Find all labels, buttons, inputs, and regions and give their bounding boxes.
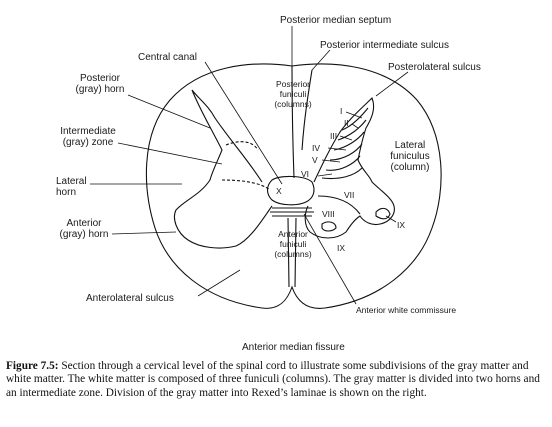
posterior-median-septum-line: [291, 65, 295, 179]
leader-lamina-ii: [351, 123, 359, 129]
central-gray: [266, 175, 315, 206]
leader-anterolateral-sulcus: [197, 269, 241, 297]
lamina-label-iii: III: [330, 131, 337, 141]
leader-intermediate-zone: [117, 142, 223, 165]
leader-central-canal: [204, 61, 283, 185]
label-anterolateral-sulcus: Anterolateral sulcus: [86, 293, 174, 304]
leader-posterolateral-sulcus: [375, 71, 409, 97]
lamina-vii-viii-boundary: [317, 195, 361, 215]
leader-lamina-vi: [317, 173, 333, 177]
posterior-intermediate-sulcus-line: [301, 69, 313, 151]
lamina-label-viii: VIII: [322, 209, 335, 219]
leader-posterior-horn: [127, 94, 211, 129]
leader-anterior-white-commissure: [303, 213, 357, 305]
left-gray-matter: [173, 89, 273, 249]
label-central-canal: Central canal: [138, 52, 197, 63]
lamina-label-x: X: [276, 186, 282, 196]
anterior-median-fissure-line: [287, 217, 297, 288]
leader-lamina-iii: [339, 135, 353, 141]
label-posterior-median-septum: Posterior median septum: [280, 15, 391, 26]
leader-posterior-intermediate-sulcus: [311, 49, 331, 71]
lamina-label-vi: VI: [301, 169, 309, 179]
lamina-label-vii: VII: [344, 190, 354, 200]
label-intermediate-zone: Intermediate(gray) zone: [60, 126, 116, 148]
label-posterolateral-sulcus: Posterolateral sulcus: [388, 62, 481, 73]
label-posterior-intermediate-sulcus: Posterior intermediate sulcus: [320, 40, 449, 51]
leader-lamina-v: [321, 159, 341, 163]
leader-anterior-horn: [111, 231, 177, 235]
right-gray-matter: [304, 97, 395, 239]
leader-lamina-iv: [327, 147, 347, 151]
lamina-label-ix-lateral: IX: [397, 220, 405, 230]
label-anterior-median-fissure: Anterior median fissure: [242, 342, 345, 353]
spinal-cord-diagram: Posterior median septum Posterior interm…: [56, 15, 481, 353]
intermediate-zone-dashed: [221, 141, 271, 191]
leader-lamina-i: [345, 111, 363, 119]
cord-outline: [145, 63, 442, 309]
lamina-label-i: I: [340, 106, 342, 116]
figure-caption: Figure 7.5: Section through a cervical l…: [6, 360, 546, 400]
lamina-ix-left: [321, 221, 337, 232]
caption-text: Section through a cervical level of the …: [6, 360, 540, 399]
label-anterior-white-commissure: Anterior white commissure: [356, 305, 456, 315]
leader-lamina-ix-right: [385, 215, 397, 223]
lamina-label-iv: IV: [312, 143, 320, 153]
lamina-boundaries: [321, 107, 369, 180]
label-anterior-horn: Anterior(gray) horn: [60, 218, 109, 240]
figure-number: Figure 7.5:: [6, 360, 59, 372]
lamina-ix-right: [375, 207, 391, 220]
anterior-white-commissure-hatch: [270, 207, 314, 217]
lamina-label-v: V: [312, 155, 318, 165]
lamina-label-ix-medial: IX: [337, 243, 345, 253]
lamina-label-ii: II: [344, 118, 349, 128]
label-posterior-horn: Posterior(gray) horn: [76, 73, 125, 95]
